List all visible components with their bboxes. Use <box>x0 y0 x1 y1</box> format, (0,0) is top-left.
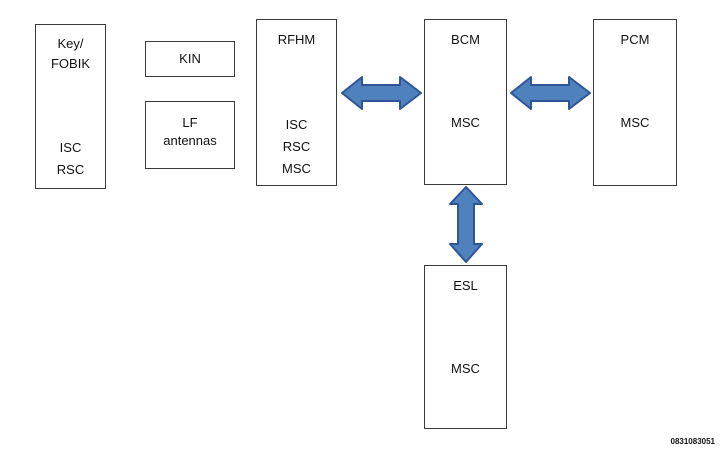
bcm-title: BCM <box>451 32 480 47</box>
bcm-node: BCM MSC <box>424 19 507 185</box>
key-fobik-node: Key/ FOBIK ISC RSC <box>35 24 106 189</box>
pcm-msc: MSC <box>620 115 650 130</box>
key-fobik-isc: ISC <box>59 140 82 155</box>
kin-title: KIN <box>179 51 201 66</box>
key-fobik-rsc: RSC <box>56 162 85 177</box>
esl-node: ESL MSC <box>424 265 507 429</box>
figure-id: 0831083051 <box>670 437 716 446</box>
rfhm-isc: ISC <box>285 117 308 132</box>
bcm-msc: MSC <box>451 115 480 130</box>
key-fobik-title-line1: Key/ <box>57 36 84 51</box>
pcm-node: PCM MSC <box>593 19 677 186</box>
bcm-esl-double-arrow <box>449 186 483 263</box>
esl-msc: MSC <box>451 361 480 376</box>
lf-antennas-title-line2: antennas <box>163 133 217 148</box>
kin-node: KIN <box>145 41 235 77</box>
lf-antennas-title-line1: LF <box>182 115 198 130</box>
rfhm-msc: MSC <box>282 161 311 176</box>
rfhm-title: RFHM <box>277 32 316 47</box>
rfhm-node: RFHM ISC RSC MSC <box>256 19 337 186</box>
key-fobik-title-line2: FOBIK <box>50 56 90 71</box>
lf-antennas-node: LF antennas <box>145 101 235 169</box>
esl-title: ESL <box>453 278 478 293</box>
rfhm-bcm-double-arrow <box>341 76 422 110</box>
pcm-title: PCM <box>620 32 650 47</box>
rfhm-rsc: RSC <box>282 139 311 154</box>
bcm-pcm-double-arrow <box>510 76 591 110</box>
